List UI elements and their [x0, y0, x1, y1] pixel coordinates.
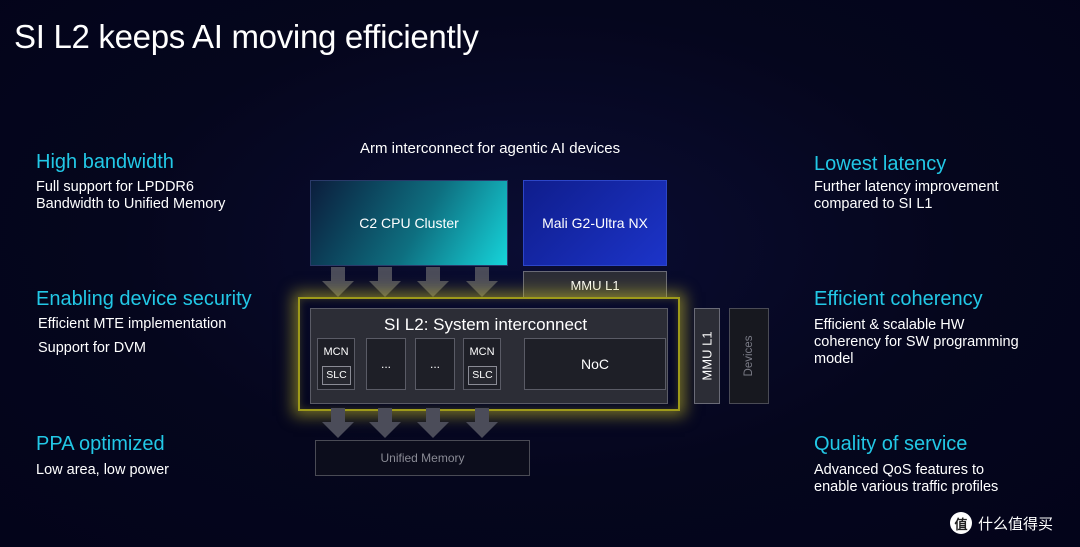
- mmu-l1-vertical-block: MMU L1: [694, 308, 720, 404]
- feature-high-bandwidth: High bandwidth Full support for LPDDR6 B…: [36, 151, 225, 213]
- mcn-label: MCN: [469, 346, 495, 358]
- feature-heading: Enabling device security: [36, 288, 252, 310]
- feature-text: Low area, low power: [36, 462, 169, 478]
- cpu-cluster-block: C2 CPU Cluster: [310, 180, 508, 266]
- mmu-l1-vertical-label: MMU L1: [699, 331, 715, 381]
- devices-label: Devices: [743, 335, 755, 377]
- feature-text: Efficient MTE implementation: [38, 316, 227, 332]
- cpu-cluster-label: C2 CPU Cluster: [359, 215, 459, 231]
- feature-text: model: [814, 351, 854, 367]
- mmu-l1-label: MMU L1: [570, 277, 620, 293]
- slc-label: SLC: [322, 366, 351, 385]
- mcn-block: MCN SLC: [463, 338, 501, 390]
- down-arrow-icon: [369, 408, 401, 438]
- gpu-label: Mali G2-Ultra NX: [542, 215, 648, 231]
- mcn-label: MCN: [323, 346, 349, 358]
- ellipsis-block: ...: [366, 338, 406, 390]
- feature-text: coherency for SW programming: [814, 334, 1019, 350]
- feature-heading: Lowest latency: [814, 153, 947, 175]
- down-arrow-icon: [417, 408, 449, 438]
- watermark-text: 什么值得买: [978, 515, 1054, 533]
- feature-heading: Efficient coherency: [814, 288, 983, 310]
- down-arrow-icon: [417, 267, 449, 297]
- feature-text: Support for DVM: [38, 340, 146, 356]
- page-title: SI L2 keeps AI moving efficiently: [14, 18, 479, 55]
- feature-device-security: Enabling device security Efficient MTE i…: [36, 288, 252, 357]
- system-interconnect-label: SI L2: System interconnect: [384, 315, 588, 334]
- feature-lowest-latency: Lowest latency Further latency improveme…: [814, 153, 999, 213]
- gpu-block: Mali G2-Ultra NX: [523, 180, 667, 266]
- noc-block: NoC: [524, 338, 666, 390]
- ellipsis-block: ...: [415, 338, 455, 390]
- down-arrow-icon: [466, 408, 498, 438]
- watermark: 值 什么值得买: [950, 512, 1053, 534]
- feature-heading: PPA optimized: [36, 433, 165, 455]
- noc-label: NoC: [580, 356, 609, 372]
- down-arrow-icon: [369, 267, 401, 297]
- slc-label: SLC: [468, 366, 497, 385]
- feature-text: Efficient & scalable HW: [814, 317, 965, 333]
- down-arrow-icon: [466, 267, 498, 297]
- feature-heading: High bandwidth: [36, 151, 174, 173]
- diagram-header: Arm interconnect for agentic AI devices: [360, 140, 621, 157]
- watermark-logo-icon: 值: [950, 512, 972, 534]
- feature-efficient-coherency: Efficient coherency Efficient & scalable…: [814, 288, 1019, 368]
- feature-text: Advanced QoS features to: [814, 462, 985, 478]
- devices-block: Devices: [729, 308, 769, 404]
- unified-memory-block: Unified Memory: [315, 440, 530, 476]
- feature-text: Bandwidth to Unified Memory: [36, 196, 226, 212]
- unified-memory-label: Unified Memory: [380, 451, 465, 465]
- down-arrow-icon: [322, 408, 354, 438]
- feature-text: enable various traffic profiles: [814, 479, 999, 495]
- feature-text: Full support for LPDDR6: [36, 179, 194, 195]
- mcn-block: MCN SLC: [317, 338, 355, 390]
- feature-ppa: PPA optimized Low area, low power: [36, 433, 169, 479]
- down-arrow-icon: [322, 267, 354, 297]
- feature-text: compared to SI L1: [814, 196, 933, 212]
- feature-quality-of-service: Quality of service Advanced QoS features…: [814, 433, 998, 496]
- mmu-l1-block: MMU L1: [523, 271, 667, 299]
- feature-heading: Quality of service: [814, 433, 968, 455]
- feature-text: Further latency improvement: [814, 179, 999, 195]
